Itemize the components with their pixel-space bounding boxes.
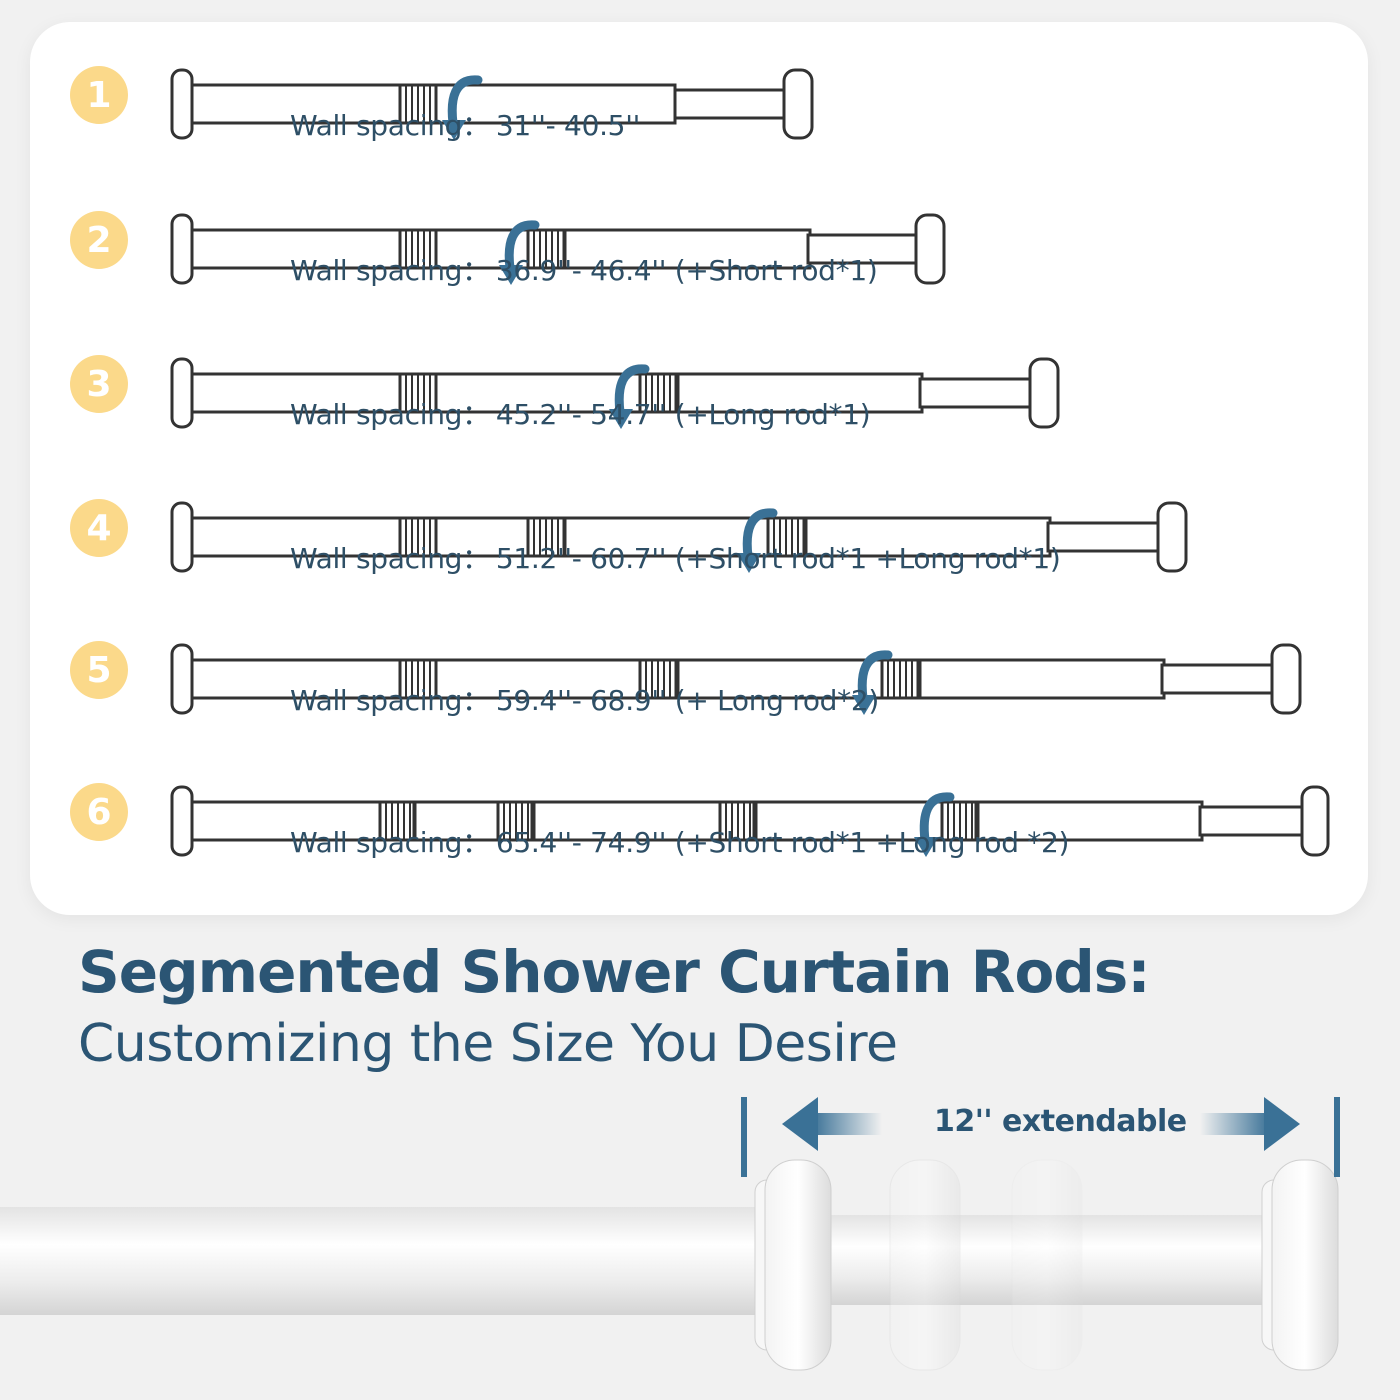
arrow-right-icon <box>1200 1097 1300 1151</box>
wall-spacing-text-5: Wall spacing：59.4''- 68.9'' (+ Long rod*… <box>290 679 879 719</box>
left-end-cap <box>754 1159 832 1371</box>
rotate-arrow-head <box>442 120 466 140</box>
ghost-end-cap <box>889 1159 961 1371</box>
wall-spacing-text-3: Wall spacing：45.2''- 54.7'' (+Long rod*1… <box>290 393 871 433</box>
rod-illustration-4 <box>170 501 1188 573</box>
rod-row-2: 2 Wall spacing：36.9''- 46.4'' (+Short ro… <box>0 211 1400 351</box>
arrow-left-icon <box>782 1097 882 1151</box>
step-badge-2: 2 <box>70 211 128 269</box>
wall-spacing-text-6: Wall spacing：65.4''- 74.9'' (+Short rod*… <box>290 821 1069 861</box>
wall-spacing-value: 59.4''- 68.9'' (+ Long rod*2) <box>495 684 879 717</box>
rotate-arrow-icon <box>447 75 483 128</box>
step-badge-1: 1 <box>70 66 128 124</box>
step-badge-6: 6 <box>70 783 128 841</box>
rotate-arrow-icon <box>504 220 540 273</box>
wall-spacing-label: Wall spacing： <box>290 826 490 859</box>
rod-row-1: 1 Wall spacing：31''- 40.5'' <box>0 66 1400 206</box>
wall-spacing-text-4: Wall spacing：51.2''- 60.7'' (+Short rod*… <box>290 537 1061 577</box>
left-boundary-line <box>741 1097 747 1177</box>
wall-spacing-text-1: Wall spacing：31''- 40.5'' <box>290 104 640 144</box>
wall-spacing-text-2: Wall spacing：36.9''- 46.4'' (+Short rod*… <box>290 249 878 289</box>
diagram-card <box>30 22 1368 915</box>
wall-spacing-value: 36.9''- 46.4'' (+Short rod*1) <box>495 254 878 287</box>
wall-spacing-value: 51.2''- 60.7'' (+Short rod*1 +Long rod*1… <box>495 542 1061 575</box>
right-boundary-line <box>1334 1097 1340 1177</box>
wall-spacing-value: 45.2''- 54.7'' (+Long rod*1) <box>495 398 871 431</box>
step-badge-5: 5 <box>70 641 128 699</box>
wall-spacing-label: Wall spacing： <box>290 398 490 431</box>
wall-spacing-label: Wall spacing： <box>290 684 490 717</box>
rod-row-6: 6 <box>0 783 1400 923</box>
rotate-arrow-icon <box>919 792 955 845</box>
rod-joint <box>398 83 438 125</box>
rod-row-3: 3 Wall spacing：45.2''- 54.7'' (+Long rod… <box>0 355 1400 495</box>
rod-illustration-6 <box>170 785 1330 857</box>
rod-illustration-2 <box>170 213 946 285</box>
right-end-cap <box>1261 1159 1339 1371</box>
rotate-arrow-icon <box>857 650 893 703</box>
wall-spacing-label: Wall spacing： <box>290 542 490 575</box>
rod-illustration-5 <box>170 643 1302 715</box>
wall-spacing-label: Wall spacing： <box>290 109 490 142</box>
rod-row-5: 5 Wall spacing：59.4''- 68.9'' ( <box>0 641 1400 781</box>
rotate-arrow-icon <box>742 508 778 561</box>
headline-title: Segmented Shower Curtain Rods: <box>78 938 1151 1006</box>
wall-spacing-label: Wall spacing： <box>290 254 490 287</box>
main-rod <box>0 1207 770 1315</box>
step-badge-3: 3 <box>70 355 128 413</box>
step-badge-4: 4 <box>70 499 128 557</box>
extendable-rod-illustration <box>0 1097 1340 1371</box>
rotate-arrow-icon <box>614 364 650 417</box>
wall-spacing-value: 31''- 40.5'' <box>495 109 640 142</box>
ghost-end-cap <box>1011 1159 1083 1371</box>
wall-spacing-value: 65.4''- 74.9'' (+Short rod*1 +Long rod *… <box>495 826 1070 859</box>
headline-subtitle: Customizing the Size You Desire <box>78 1014 898 1074</box>
rod-row-4: 4 Wall spacing：51.2''- 60.7'' ( <box>0 499 1400 639</box>
rod-illustration-3 <box>170 357 1060 429</box>
extendable-label: 12'' extendable <box>934 1104 1187 1139</box>
rod-illustration-1 <box>170 68 814 140</box>
